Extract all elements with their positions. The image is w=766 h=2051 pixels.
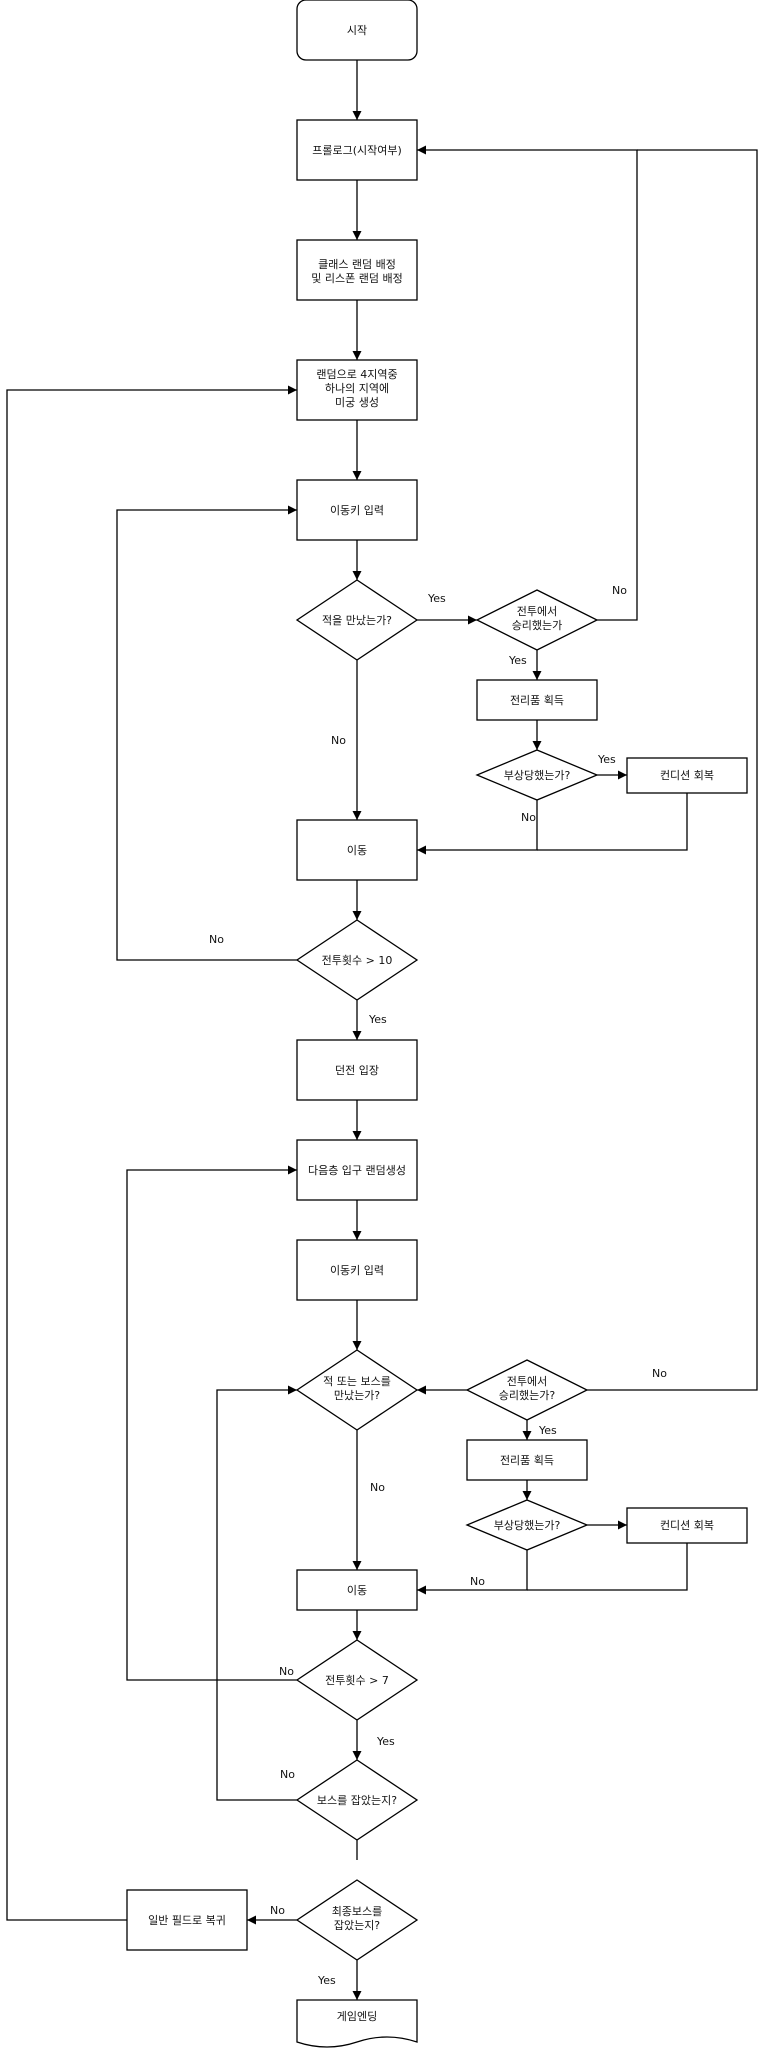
label-yes-injured-1: Yes	[597, 753, 616, 766]
move-1-text: 이동	[347, 844, 367, 857]
recover-2-text: 컨디션 회복	[660, 1519, 714, 1532]
prologue-text: 프롤로그(시작여부)	[312, 144, 402, 157]
label-no-won-battle-2: No	[652, 1367, 667, 1380]
caught-boss-decision	[295, 1759, 419, 1841]
label-no-final-boss: No	[270, 1904, 285, 1917]
move-input-1-node	[296, 479, 418, 541]
maze-gen-text-2: 하나의 지역에	[325, 381, 389, 395]
edge-injured1-move1-no	[417, 800, 538, 855]
label-no-injured-1: No	[521, 811, 536, 824]
final-boss-text-1: 최종보스를	[332, 1905, 383, 1918]
edge-injured2-move2-no	[417, 1550, 528, 1595]
injured-1-decision	[475, 749, 599, 801]
edge-labels: Yes No Yes Yes No No No Yes No Yes No No…	[209, 584, 667, 1987]
move-2-node	[296, 1569, 418, 1611]
label-yes-met-enemy: Yes	[427, 592, 446, 605]
edge-battles7-nextfloor-no	[126, 1165, 297, 1681]
label-no-battles-10: No	[209, 933, 224, 946]
battles-gt-10-text: 전투횟수 > 10	[322, 954, 393, 967]
caught-boss-text: 보스를 잡았는지?	[317, 1794, 397, 1807]
move-input-2-text: 이동키 입력	[330, 1264, 384, 1277]
return-field-text: 일반 필드로 복귀	[148, 1913, 226, 1927]
maze-gen-text-1: 랜덤으로 4지역중	[316, 368, 397, 381]
prologue-node	[296, 119, 418, 181]
label-yes-won-battle-2: Yes	[538, 1424, 557, 1437]
label-no-caught-boss: No	[280, 1768, 295, 1781]
maze-gen-text-3: 미궁 생성	[335, 396, 379, 409]
start-node	[296, 0, 418, 61]
injured-2-decision	[465, 1499, 589, 1551]
move-2-text: 이동	[347, 1584, 367, 1597]
class-assign-text-1: 클래스 랜덤 배정	[318, 258, 396, 271]
maze-gen-node	[296, 359, 418, 421]
battles-gt-7-decision	[295, 1639, 419, 1721]
final-boss-decision	[295, 1879, 419, 1961]
injured-2-text: 부상당했는가?	[494, 1519, 561, 1532]
move-input-2-node	[296, 1239, 418, 1301]
dungeon-enter-node	[296, 1039, 418, 1101]
edge-recover2-move2	[527, 1543, 688, 1591]
met-enemy-text: 적을 만났는가?	[322, 614, 392, 627]
next-floor-text: 다음층 입구 랜덤생성	[308, 1164, 406, 1177]
label-yes-battles-7: Yes	[376, 1735, 395, 1748]
edges	[6, 60, 758, 2000]
battles-gt-7-text: 전투횟수 > 7	[325, 1674, 389, 1687]
won-battle-2-decision	[465, 1359, 589, 1421]
met-boss-text-2: 만났는가?	[334, 1389, 380, 1402]
recover-2-node	[626, 1507, 748, 1544]
next-floor-node	[296, 1139, 418, 1201]
won-battle-2-text-2: 승리했는가?	[499, 1389, 556, 1402]
move-1-node	[296, 819, 418, 881]
loot-1-node	[476, 679, 598, 721]
won-battle-text-1: 전투에서	[517, 605, 557, 618]
class-assign-text-2: 및 리스폰 랜덤 배정	[311, 272, 402, 285]
final-boss-text-2: 잡았는지?	[334, 1919, 380, 1932]
injured-1-text: 부상당했는가?	[504, 769, 571, 782]
nodes: 시작 프롤로그(시작여부) 클래스 랜덤 배정 및 리스폰 랜덤 배정 랜덤으로…	[126, 0, 748, 2048]
edge-won-prologue-no	[417, 145, 638, 621]
met-boss-text-1: 적 또는 보스를	[323, 1375, 391, 1388]
recover-1-text: 컨디션 회복	[660, 769, 714, 782]
won-battle-2-text-1: 전투에서	[507, 1375, 547, 1388]
ending-text: 게임엔딩	[337, 2010, 377, 2023]
edge-returnfield-maze	[6, 385, 297, 1921]
edge-won2-prologue-no	[587, 149, 758, 1391]
edge-caughtboss-metboss-no	[216, 1385, 297, 1801]
label-yes-battles-10: Yes	[368, 1013, 387, 1026]
label-no-injured-2: No	[470, 1575, 485, 1588]
label-no-battles-7: No	[279, 1665, 294, 1678]
loot-2-node	[466, 1439, 588, 1481]
label-no-won-battle: No	[612, 584, 627, 597]
met-enemy-decision	[295, 579, 419, 661]
label-no-met-enemy: No	[331, 734, 346, 747]
label-no-met-boss: No	[370, 1481, 385, 1494]
recover-1-node	[626, 757, 748, 794]
loot-2-text: 전리품 획득	[500, 1454, 554, 1467]
won-battle-decision	[475, 589, 599, 651]
edge-battles10-moveinput1-no	[116, 505, 297, 961]
dungeon-enter-text: 던전 입장	[335, 1064, 379, 1077]
class-assign-node	[296, 239, 418, 301]
battles-gt-10-decision	[295, 919, 419, 1001]
start-text: 시작	[347, 24, 367, 37]
ending-node	[296, 1999, 418, 2048]
edge-recover1-move1	[537, 793, 688, 851]
loot-1-text: 전리품 획득	[510, 694, 564, 707]
met-boss-decision	[295, 1349, 419, 1431]
return-field-node	[126, 1889, 248, 1951]
move-input-1-text: 이동키 입력	[330, 504, 384, 517]
won-battle-text-2: 승리했는가	[512, 619, 563, 632]
label-yes-final-boss: Yes	[317, 1974, 336, 1987]
label-yes-won-battle: Yes	[508, 654, 527, 667]
